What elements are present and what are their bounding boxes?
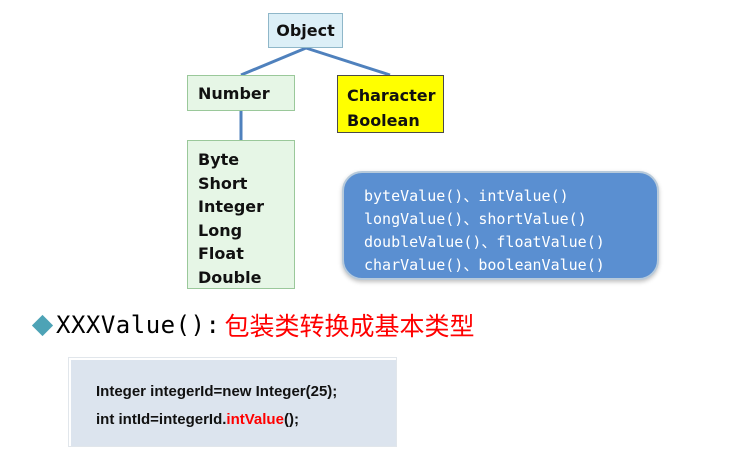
headline-description: 包装类转换成基本类型	[224, 312, 475, 341]
float-label: Float	[198, 244, 244, 263]
method-list-callout: byteValue()、intValue() longValue()、short…	[342, 171, 659, 280]
method-line-1: byteValue()、intValue()	[364, 187, 569, 205]
number-node: Number	[187, 75, 295, 111]
code-line-1: Integer integerId=new Integer(25);	[96, 383, 338, 400]
number-subtypes-node: Byte Short Integer Long Float Double	[187, 140, 295, 289]
code-line-2: int intId=integerId.intValue();	[96, 406, 396, 434]
number-node-label: Number	[198, 83, 270, 103]
connector-object-to-other	[305, 46, 391, 77]
object-node: Object	[268, 13, 343, 48]
double-label: Double	[198, 267, 262, 287]
code-line-2-suffix: ();	[283, 411, 299, 428]
code-example-body: Integer integerId=new Integer(25); int i…	[71, 360, 396, 446]
connector-object-to-number	[240, 46, 307, 77]
short-label: Short	[198, 173, 248, 193]
integer-label: Integer	[198, 197, 265, 216]
byte-label: Byte	[198, 150, 240, 169]
code-line-2-prefix: int intId=integerId.	[96, 411, 227, 428]
object-node-label: Object	[276, 21, 335, 40]
character-boolean-node: Character Boolean	[337, 75, 444, 133]
boolean-label: Boolean	[347, 111, 420, 130]
method-line-3: doubleValue()、floatValue()	[364, 233, 605, 251]
code-line-2-highlight: intValue	[226, 411, 284, 428]
code-example-panel: Integer integerId=new Integer(25); int i…	[68, 357, 397, 447]
headline-code: XXXValue():	[56, 311, 221, 339]
long-label: Long	[198, 220, 243, 240]
section-headline: XXXValue(): 包装类转换成基本类型	[31, 307, 475, 343]
diamond-bullet-icon	[31, 314, 54, 336]
method-line-4: charValue()、booleanValue()	[364, 256, 605, 274]
method-line-2: longValue()、shortValue()	[364, 210, 587, 228]
character-label: Character	[347, 86, 436, 105]
